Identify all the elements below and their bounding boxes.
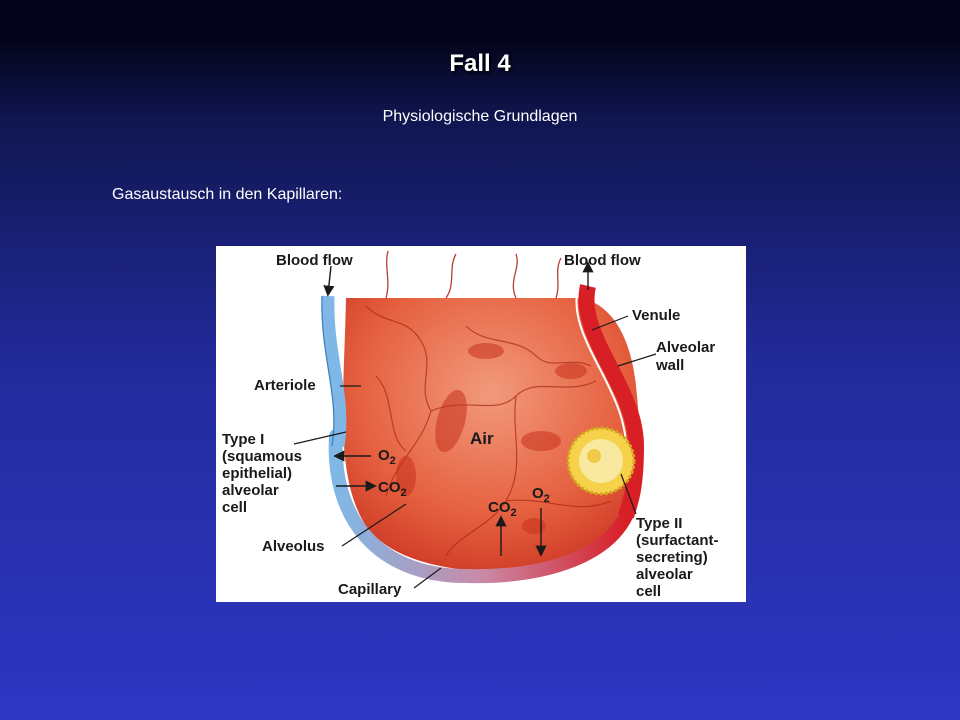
type1-label-3: epithelial) xyxy=(222,465,292,482)
venule-label: Venule xyxy=(632,307,680,324)
type1-label-1: Type I xyxy=(222,431,264,448)
type2-label-4: alveolar xyxy=(636,566,693,583)
type1-label-2: (squamous xyxy=(222,448,302,465)
o2-bottom-label: O2 xyxy=(532,485,550,505)
slide-subtitle: Physiologische Grundlagen xyxy=(382,108,578,125)
co2-left-label: CO2 xyxy=(378,479,407,499)
type2-label-5: cell xyxy=(636,583,661,600)
alveolar-strands xyxy=(385,250,562,299)
blood-flow-right-label: Blood flow xyxy=(564,252,641,269)
alveolus-label: Alveolus xyxy=(262,538,325,555)
slide-title: Fall 4 xyxy=(449,50,511,77)
alveolus-cell-boundaries xyxy=(365,305,612,557)
capillary-label: Capillary xyxy=(338,581,402,598)
gas-exchange-diagram: Blood flow Blood flow Venule Alveolar wa… xyxy=(216,246,746,602)
alveolar-wall-label-1: Alveolar xyxy=(656,339,715,356)
type2-label-3: secreting) xyxy=(636,549,708,566)
type1-label-5: cell xyxy=(222,499,247,516)
venule-vessel xyxy=(578,284,645,519)
arteriole-vessel xyxy=(321,295,347,448)
section-label: Gasaustausch in den Kapillaren: xyxy=(112,186,343,203)
type2-label-2: (surfactant- xyxy=(636,532,719,549)
blood-flow-left-label: Blood flow xyxy=(276,252,353,269)
air-label: Air xyxy=(470,429,494,448)
co2-bottom-label: CO2 xyxy=(488,499,517,519)
alveolar-wall-label-2: wall xyxy=(655,357,684,374)
o2-left-label: O2 xyxy=(378,447,396,467)
type2-cell xyxy=(566,426,636,496)
alveolus-texture xyxy=(396,343,587,534)
type1-label-4: alveolar xyxy=(222,482,279,499)
type2-label-1: Type II xyxy=(636,515,682,532)
capillary-vessel xyxy=(328,429,633,584)
arteriole-label: Arteriole xyxy=(254,377,316,394)
